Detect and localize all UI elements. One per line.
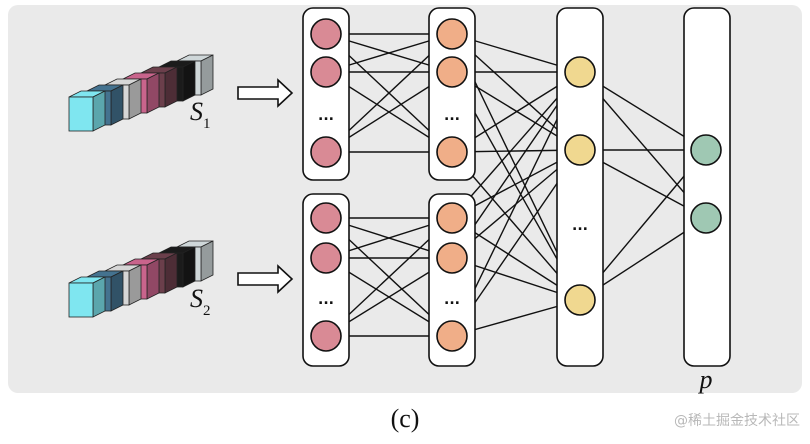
ellipsis-layer1-bottom: ... <box>318 292 334 308</box>
output-layer-box <box>683 7 731 367</box>
layer1-top-box <box>302 7 350 181</box>
arrow-s1 <box>237 78 294 108</box>
output-node-2 <box>690 202 722 234</box>
input-label-s1: S1 <box>190 97 211 132</box>
layer1-bottom-box <box>302 193 350 367</box>
layer1-bottom-node-1 <box>310 202 342 234</box>
layer3-box <box>556 7 604 367</box>
output-label: p <box>698 365 713 394</box>
layer2-top-node-3 <box>436 136 468 168</box>
layer2-bottom-node-3 <box>436 320 468 352</box>
ellipsis-layer1-top: ... <box>318 108 334 124</box>
ellipsis-layer3: ... <box>572 218 588 234</box>
input-vector-s2 <box>68 240 214 318</box>
layer2-bottom-node-2 <box>436 242 468 274</box>
output-node-1 <box>690 134 722 166</box>
ellipsis-layer2-bottom: ... <box>444 292 460 308</box>
cube-s1-1 <box>68 90 106 132</box>
cube-s2-1 <box>68 276 106 318</box>
nodes <box>310 18 722 352</box>
watermark: @稀土掘金技术社区 <box>674 413 800 429</box>
ellipsis-layer2-top: ... <box>444 108 460 124</box>
network-diagram: S1 S2 ... ... ... ... ... p <box>8 5 802 394</box>
input-label-s2: S2 <box>190 284 211 319</box>
layer3-node-1 <box>564 56 596 88</box>
figure-caption: (c) <box>390 404 420 433</box>
layer1-bottom-node-2 <box>310 242 342 274</box>
layer2-top-node-2 <box>436 56 468 88</box>
layer2-top-node-1 <box>436 18 468 50</box>
layer2-bottom-box <box>428 193 476 367</box>
layer2-top-box <box>428 7 476 181</box>
panel-background <box>8 5 802 393</box>
layer1-top-node-1 <box>310 18 342 50</box>
layer3-node-2 <box>564 134 596 166</box>
layer1-bottom-node-3 <box>310 320 342 352</box>
layer1-top-node-2 <box>310 56 342 88</box>
layer1-top-node-3 <box>310 136 342 168</box>
layer3-node-3 <box>564 284 596 316</box>
input-vector-s1 <box>68 54 214 132</box>
arrow-s2 <box>237 264 294 294</box>
layer2-bottom-node-1 <box>436 202 468 234</box>
